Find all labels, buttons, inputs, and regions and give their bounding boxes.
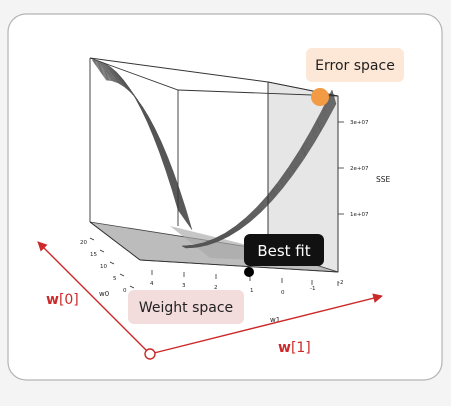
w1-tick-label: -2 [338,280,343,286]
w1-tick-label: 3 [182,283,186,289]
w1-weight-label: w[1] [278,340,311,356]
error-surface-left [91,59,193,231]
surface-line [241,220,247,226]
w1-tick-label: 1 [250,288,254,294]
w0-tick-label: 10 [100,264,107,270]
surface-line [256,206,262,213]
w0-tick-label: 5 [113,276,117,282]
sse-tick-label: 1e+07 [350,212,369,218]
w0-ticks [89,237,135,289]
w0-weight-label: w[0] [46,292,79,308]
surface-line [301,146,307,156]
error-surface-right [181,89,337,249]
w1-arrow [149,293,383,355]
w1-tick-label: -1 [310,286,315,292]
surface-line [211,239,217,243]
w0-axis-label: w0 [99,290,109,298]
w0-tick-label: 20 [80,240,87,246]
sse-axis-label: SSE [376,175,391,184]
w0-arrow [37,241,151,355]
error-space-label: Error space [315,58,395,74]
weight-axes [37,241,383,360]
w1-tick-label: 0 [281,290,285,296]
w0-tick-label: 0 [123,288,127,294]
surface-line [331,89,337,105]
sse-ticks [338,121,344,215]
best-fit-box [244,234,324,266]
weight-space-box [128,290,244,324]
surface-line [271,189,277,197]
error-space-box [306,48,404,82]
error-space-dot [311,88,329,106]
best-fit-label: Best fit [257,242,310,260]
w1-tick-label: 4 [150,281,154,287]
origin-marker [144,348,156,360]
surface-line [181,245,187,249]
w0-tick-label: 15 [90,252,97,258]
sse-tick-label: 2e+07 [350,166,369,172]
weight-space-label: Weight space [139,300,233,316]
plot-3d: 3e+07 2e+07 1e+07 SSE 20 15 10 5 0 w0 4 [80,57,391,324]
w1-tick-label: 2 [214,285,218,291]
surface-line [286,169,292,178]
surface-line [196,244,202,247]
surface-line [316,119,322,132]
surface-line [226,231,232,236]
w1-axis-label: w1 [270,316,280,324]
sse-tick-label: 3e+07 [350,120,369,126]
best-fit-dot [244,267,254,277]
